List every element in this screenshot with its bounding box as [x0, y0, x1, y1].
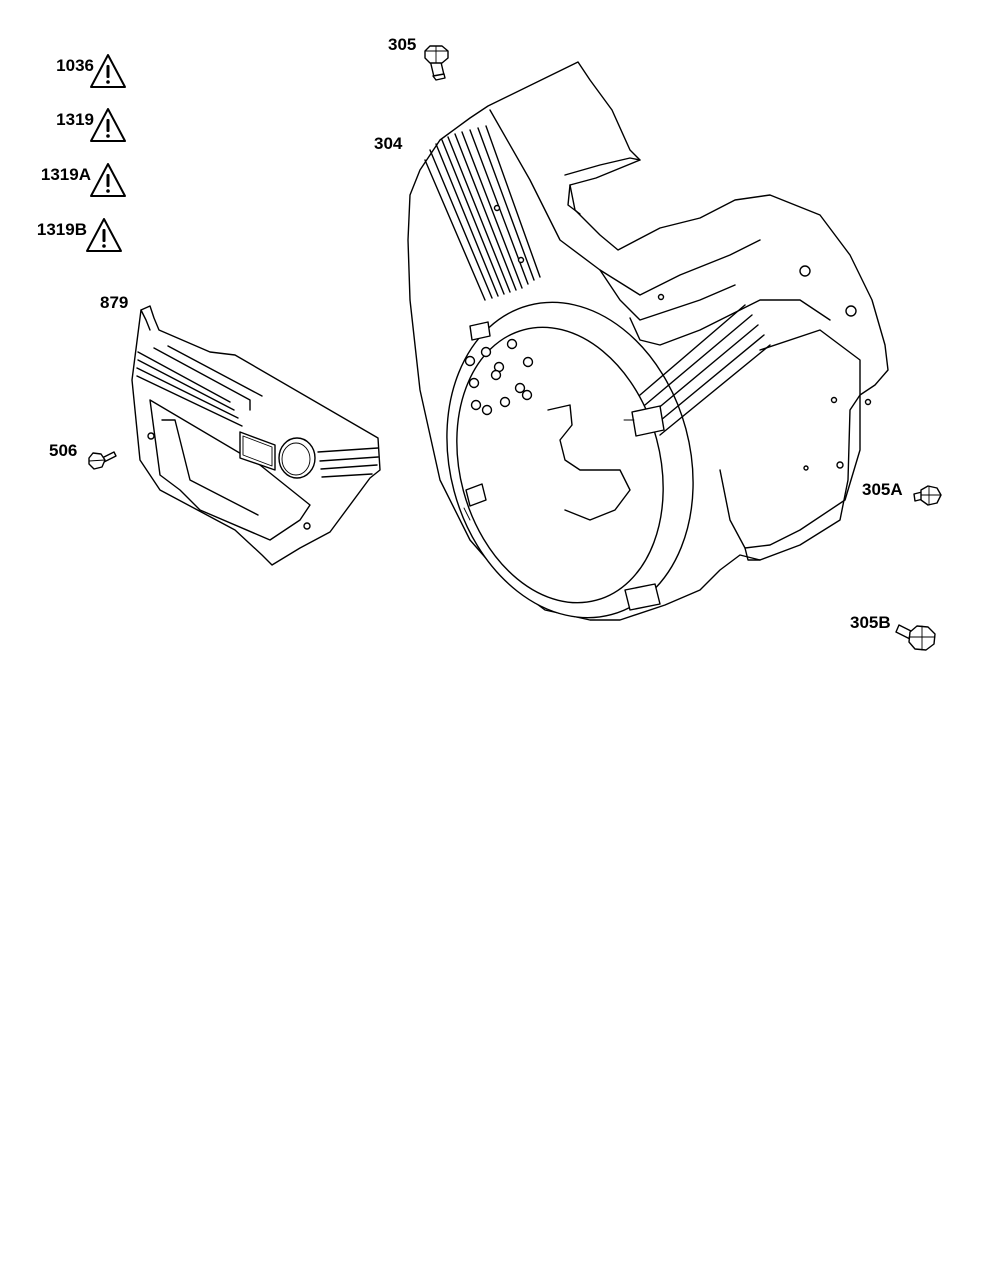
callout-879: 879 — [100, 293, 128, 312]
warning-triangle-icon — [86, 218, 122, 252]
callout-305a: 305A — [862, 480, 903, 499]
warning-label-1036: 1036 — [56, 54, 126, 88]
warning-triangle-icon — [90, 54, 126, 88]
cover-panel-879-drawing — [131, 305, 381, 566]
warning-label-1319b: 1319B — [37, 218, 122, 252]
callout-305: 305 — [388, 35, 416, 54]
warning-label-1319: 1319 — [56, 108, 126, 142]
warning-triangle-icon — [90, 163, 126, 197]
callout-305b: 305B — [850, 613, 891, 632]
callout-1319a: 1319A — [41, 165, 91, 184]
screw-305-drawing — [424, 45, 449, 81]
screw-305a-drawing — [913, 485, 942, 506]
screw-305b-drawing — [895, 624, 936, 651]
callout-506: 506 — [49, 441, 77, 460]
screw-506-drawing — [88, 451, 117, 470]
callout-1319: 1319 — [56, 110, 94, 129]
warning-label-1319a: 1319A — [41, 163, 126, 197]
callout-1036: 1036 — [56, 56, 94, 75]
warning-triangle-icon — [90, 108, 126, 142]
callout-1319b: 1319B — [37, 220, 87, 239]
callout-304: 304 — [374, 134, 403, 153]
blower-housing-304-drawing — [407, 61, 889, 621]
